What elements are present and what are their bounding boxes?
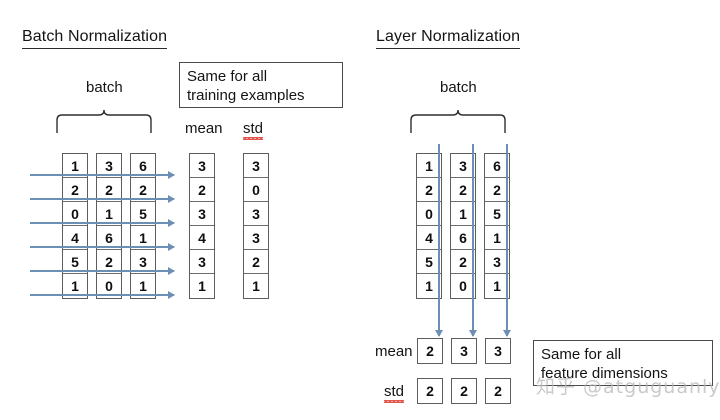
batch-norm-cell: 0 [105, 278, 113, 294]
batch-norm-mean-cell: 3 [190, 202, 214, 226]
batch-norm-row-arrow [30, 291, 175, 299]
batch-norm-std-cell: 0 [244, 178, 268, 202]
layer-norm-std-cell: 2 [485, 378, 511, 404]
batch-norm-std-cell: 3 [244, 154, 268, 178]
layer-norm-cell: 2 [417, 178, 441, 202]
batch-norm-mean-label: mean [185, 120, 223, 137]
batch-norm-row-arrow [30, 219, 175, 227]
batch-norm-row-arrow [30, 171, 175, 179]
batch-norm-mean-cell: 3 [190, 154, 214, 178]
layer-norm-cell: 2 [451, 250, 475, 274]
batch-norm-std-cell: 1 [252, 278, 260, 294]
batch-norm-mean-cell: 3 [190, 250, 214, 274]
zhihu-watermark: 知乎 @atguguanly [536, 376, 720, 398]
layer-norm-cell: 1 [493, 278, 501, 294]
batch-norm-cell: 1 [63, 154, 87, 178]
batch-norm-cell: 2 [63, 178, 87, 202]
layer-norm-cell: 4 [417, 226, 441, 250]
batch-norm-cell: 2 [97, 178, 121, 202]
layer-norm-mean-label: mean [375, 343, 413, 360]
batch-norm-std-label: std [243, 120, 264, 140]
batch-norm-row-arrow [30, 267, 175, 275]
batch-norm-cell: 4 [63, 226, 87, 250]
layer-norm-callout: Same for all feature dimensions [533, 340, 713, 386]
layer-norm-cell: 2 [451, 178, 475, 202]
batch-norm-cell: 5 [131, 202, 155, 226]
layer-norm-brace [410, 109, 506, 133]
batch-norm-cell: 5 [63, 250, 87, 274]
batch-norm-cell: 2 [97, 250, 121, 274]
batch-norm-brace [56, 109, 152, 133]
batch-norm-title: Batch Normalization [22, 28, 168, 49]
batch-norm-callout: Same for all training examples [179, 62, 343, 108]
layer-norm-title: Layer Normalization [376, 28, 521, 49]
layer-norm-cell: 0 [459, 278, 467, 294]
batch-norm-cell: 1 [71, 278, 79, 294]
layer-norm-cell: 5 [485, 202, 509, 226]
batch-norm-cell: 0 [63, 202, 87, 226]
batch-norm-mean-cell: 1 [198, 278, 206, 294]
batch-norm-std-cell: 3 [244, 202, 268, 226]
layer-norm-cell: 6 [451, 226, 475, 250]
layer-norm-cell: 1 [485, 226, 509, 250]
batch-norm-batch-label: batch [86, 79, 123, 96]
layer-norm-std-label: std [384, 383, 405, 403]
layer-norm-column-arrow [503, 144, 511, 337]
layer-norm-cell: 3 [451, 154, 475, 178]
batch-norm-cell: 3 [131, 250, 155, 274]
batch-norm-mean-cell: 4 [190, 226, 214, 250]
layer-norm-cell: 2 [485, 178, 509, 202]
layer-norm-cell: 3 [485, 250, 509, 274]
layer-norm-cell: 1 [451, 202, 475, 226]
layer-norm-cell: 0 [417, 202, 441, 226]
layer-norm-column-arrow [435, 144, 443, 337]
layer-norm-batch-label: batch [440, 79, 477, 96]
batch-norm-cell: 1 [139, 278, 147, 294]
layer-norm-cell: 1 [417, 154, 441, 178]
batch-norm-std-cell: 3 [244, 226, 268, 250]
layer-norm-mean-cell: 3 [451, 338, 477, 364]
batch-norm-cell: 1 [131, 226, 155, 250]
layer-norm-cell: 6 [485, 154, 509, 178]
batch-norm-row-arrow [30, 243, 175, 251]
batch-norm-cell: 1 [97, 202, 121, 226]
batch-norm-mean-cell: 2 [190, 178, 214, 202]
layer-norm-mean-cell: 2 [417, 338, 443, 364]
batch-norm-cell: 6 [131, 154, 155, 178]
layer-norm-column-arrow [469, 144, 477, 337]
layer-norm-std-cell: 2 [451, 378, 477, 404]
layer-norm-cell: 1 [425, 278, 433, 294]
layer-norm-cell: 5 [417, 250, 441, 274]
batch-norm-cell: 6 [97, 226, 121, 250]
batch-norm-std-cell: 2 [244, 250, 268, 274]
batch-norm-cell: 2 [131, 178, 155, 202]
batch-norm-row-arrow [30, 195, 175, 203]
layer-norm-std-cell: 2 [417, 378, 443, 404]
layer-norm-mean-cell: 3 [485, 338, 511, 364]
batch-norm-cell: 3 [97, 154, 121, 178]
